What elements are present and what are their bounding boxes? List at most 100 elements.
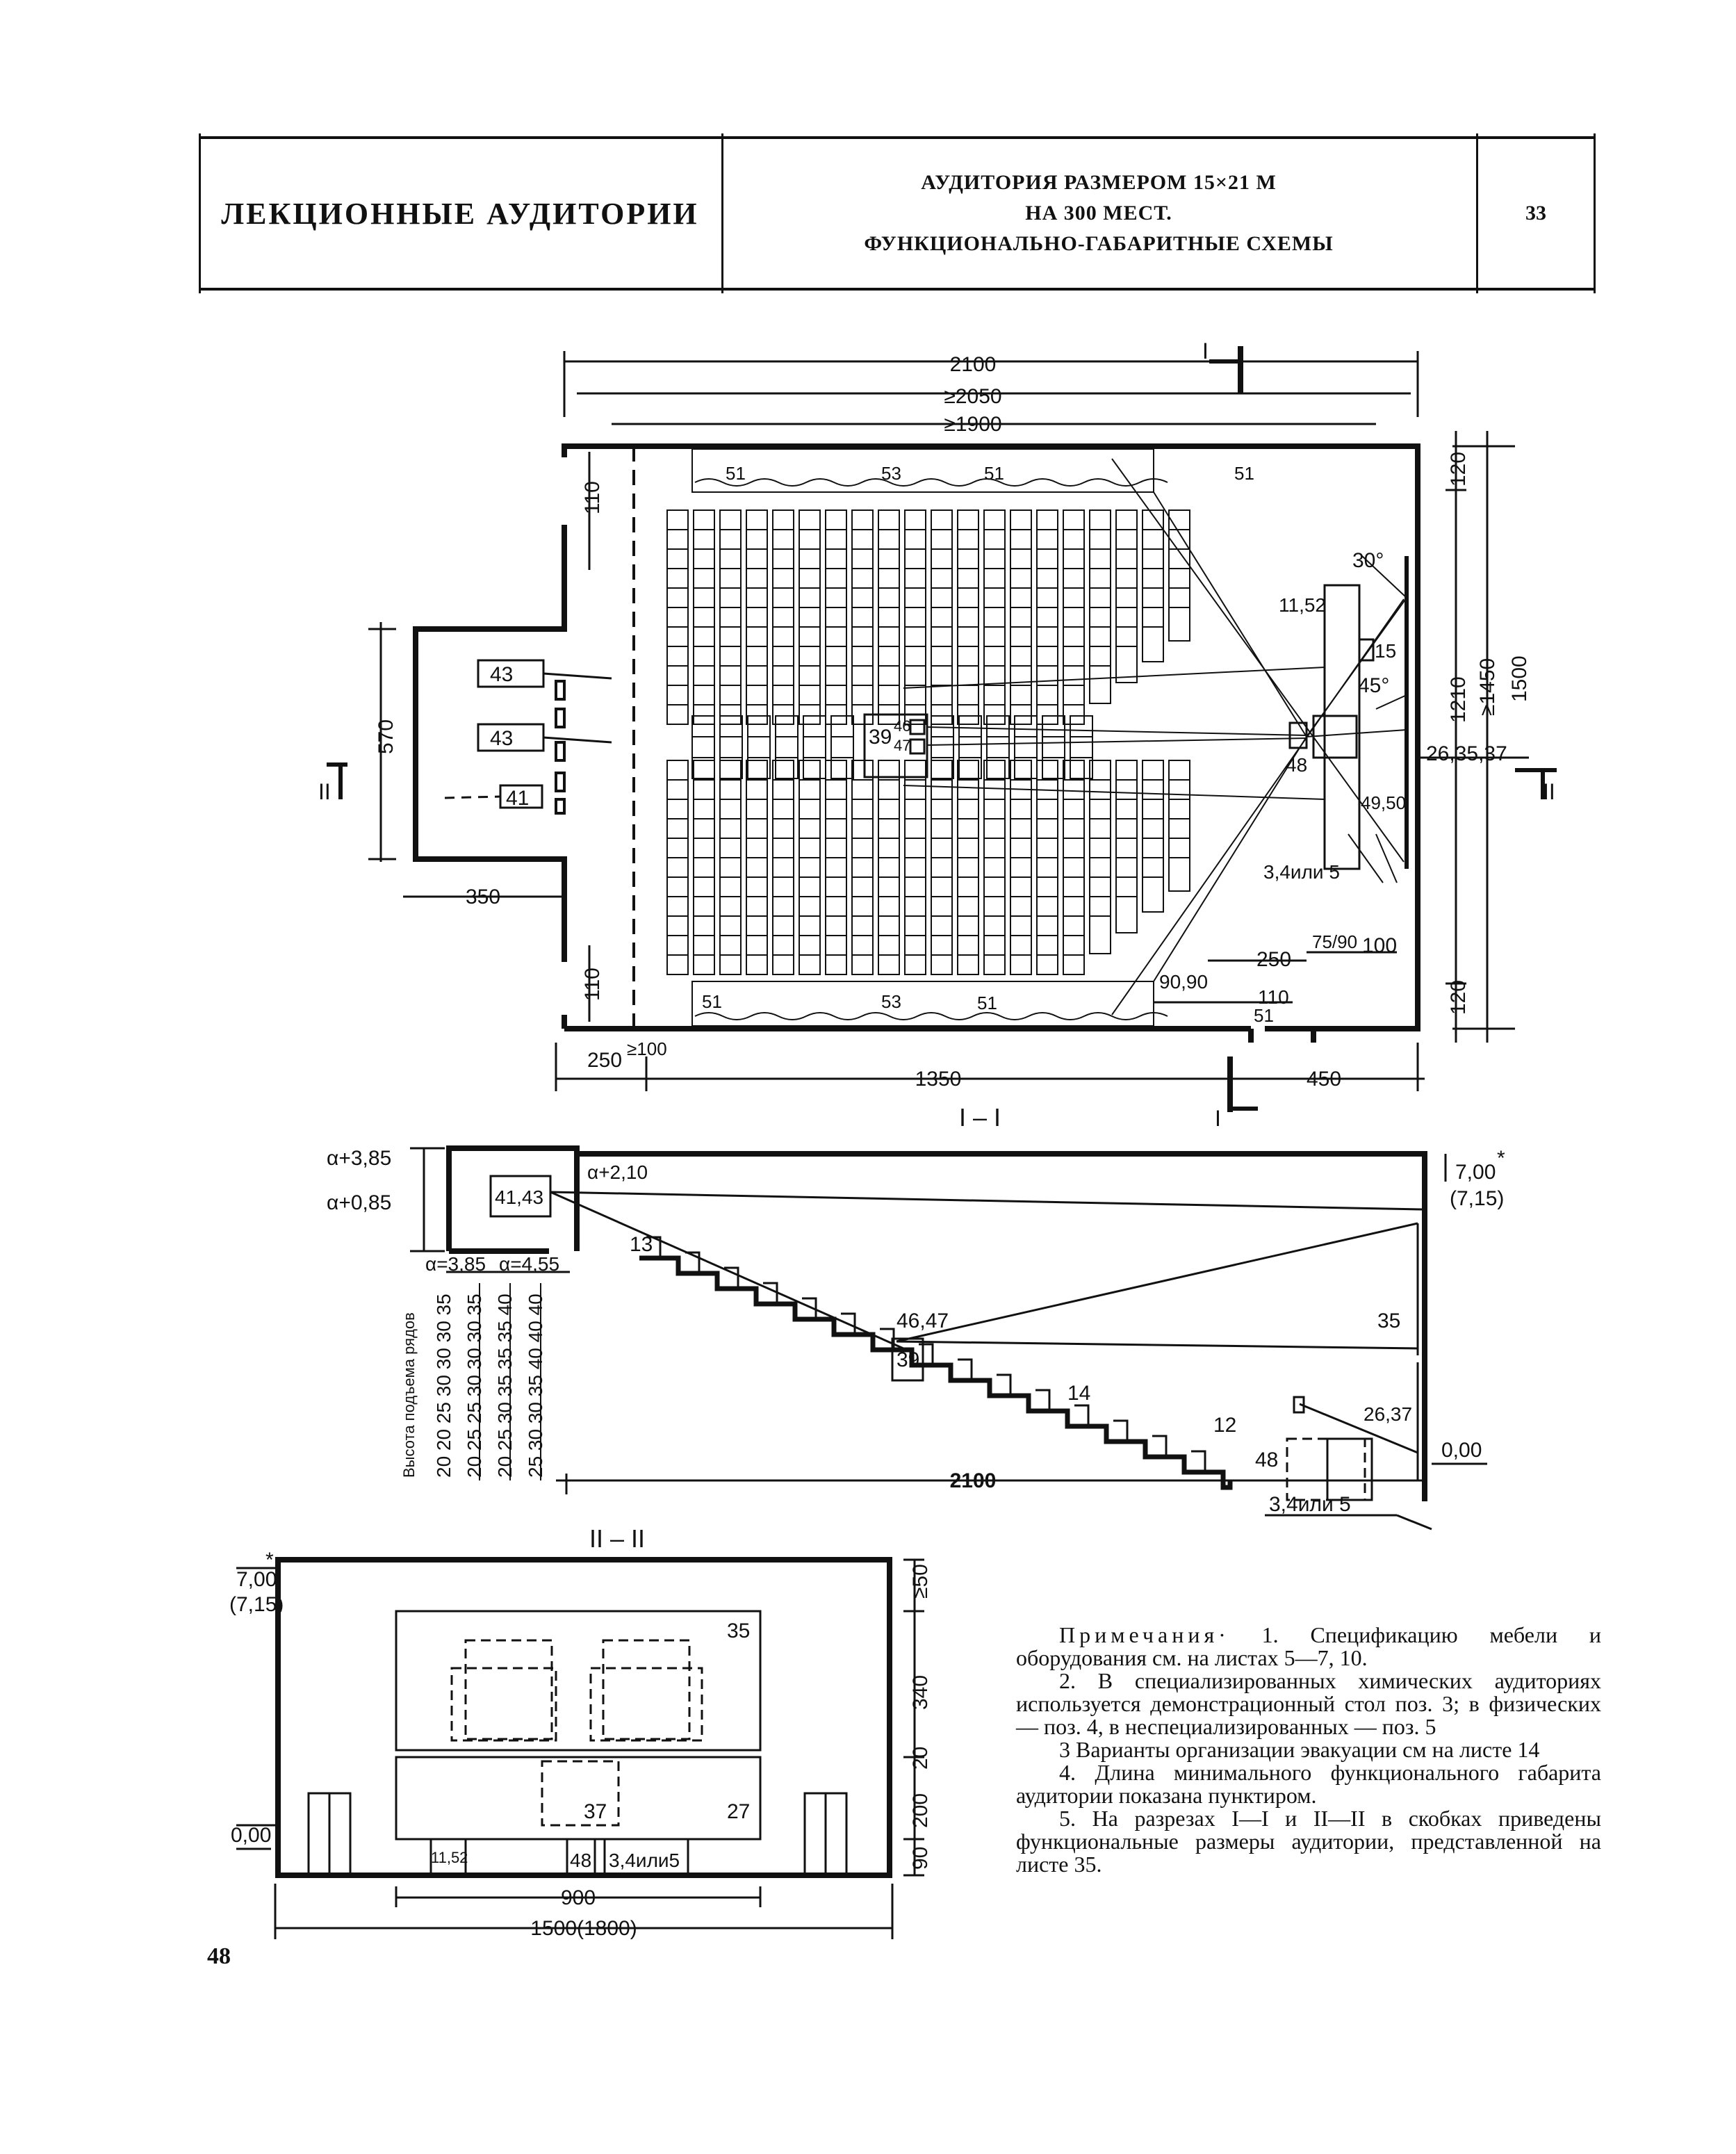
dim-350: 350 — [466, 886, 500, 908]
dim-110-top: 110 — [581, 481, 604, 514]
label-53-top: 53 — [881, 463, 901, 484]
dim-110-right: 110 — [1258, 986, 1289, 1008]
seat-row-column — [799, 509, 821, 725]
rise-row-4: 25 30 30 35 40 40 40 — [525, 1294, 546, 1478]
seat-row-column — [851, 509, 874, 725]
section-I-I: α+3,85 α+0,85 α+2,10 α=3,85 α=4,55 7,00 … — [327, 1103, 1505, 1531]
label-12: 12 — [1213, 1414, 1236, 1437]
seat-row-column — [746, 509, 768, 725]
seat-row-column — [878, 509, 900, 725]
seat-row-column — [931, 760, 953, 975]
page-number: 48 — [207, 1943, 231, 1969]
label-51-top-a: 51 — [726, 463, 746, 484]
plan-walls — [413, 443, 1420, 1043]
level-asterisk-ii: * — [265, 1549, 274, 1572]
seat-row-column — [775, 715, 799, 779]
dim-900: 900 — [561, 1886, 596, 1909]
level-a-eq-3-85: α=3,85 — [425, 1253, 486, 1275]
seat-row-column — [1070, 715, 1093, 779]
level-0-00: 0,00 — [1441, 1439, 1482, 1462]
label-15: 15 — [1375, 640, 1396, 662]
rise-row-3: 20 25 30 35 35 35 40 — [494, 1294, 516, 1478]
dim-1210: 1210 — [1447, 676, 1470, 723]
seating-grid — [666, 509, 1190, 975]
label-51-bottom-b: 51 — [977, 993, 997, 1013]
label-3-4-or-5-section: 3,4или 5 — [1269, 1493, 1351, 1516]
dim-20: 20 — [909, 1747, 932, 1770]
label-35-ii: 35 — [727, 1619, 750, 1642]
notes-heading: Примечания· — [1059, 1622, 1230, 1647]
label-11-52: 11,52 — [1279, 594, 1326, 616]
label-41-43: 41,43 — [495, 1186, 543, 1208]
section-mark-I-bottom: I — [1215, 1106, 1221, 1131]
dim-250: 250 — [587, 1049, 622, 1072]
seat-row-column — [1142, 509, 1164, 662]
dim-2100-section: 2100 — [950, 1469, 997, 1492]
label-39-section: 39 — [896, 1348, 919, 1371]
label-43-b: 43 — [490, 727, 513, 750]
level-a-2-10: α+2,10 — [587, 1161, 648, 1183]
seat-row-column — [1142, 760, 1164, 913]
label-11-52-ii: 11,52 — [431, 1849, 468, 1866]
seat-row-column — [931, 715, 954, 779]
label-43-a: 43 — [490, 663, 513, 686]
seat-row-column — [983, 760, 1006, 975]
dim-1500: 1500 — [1508, 655, 1531, 702]
label-3-4-or-5-ii: 3,4или5 — [609, 1850, 680, 1871]
section-mark-II-right: II — [1543, 779, 1555, 804]
sheet-title-line3: ФУНКЦИОНАЛЬНО-ГАБАРИТНЫЕ СХЕМЫ — [864, 232, 1334, 255]
label-51-top-c: 51 — [1234, 463, 1254, 484]
seat-row-column — [693, 760, 715, 975]
note-3: 3 Варианты организации эвакуации см на л… — [1059, 1737, 1540, 1762]
level-a-3-85: α+3,85 — [327, 1147, 391, 1170]
seat-row-column — [747, 715, 771, 779]
seat-row-column — [1042, 715, 1065, 779]
seat-row-column — [1036, 760, 1058, 975]
label-3-4-or-5: 3,4или 5 — [1263, 861, 1340, 883]
seat-row-column — [772, 509, 794, 725]
dim-110-bottom: 110 — [581, 968, 604, 1001]
header-bar: ЛЕКЦИОННЫЕ АУДИТОРИИ АУДИТОРИЯ РАЗМЕРОМ … — [199, 133, 1596, 293]
dim-450: 450 — [1307, 1068, 1341, 1091]
label-46-47: 46,47 — [896, 1309, 949, 1332]
note-1: 1. Спецификацию мебели и оборудования см… — [1016, 1622, 1601, 1670]
seat-row-column — [691, 715, 715, 779]
seat-row-column — [957, 760, 979, 975]
seat-row-column — [1014, 715, 1038, 779]
projection-windows — [555, 680, 566, 815]
level-a-eq-4-55: α=4,55 — [499, 1253, 559, 1275]
sheet-number: 33 — [1525, 202, 1546, 225]
seat-row-column — [1115, 509, 1138, 683]
level-7-15-ii: (7,15) — [229, 1593, 284, 1616]
dim-1350: 1350 — [915, 1068, 962, 1091]
label-35: 35 — [1377, 1309, 1400, 1332]
note-5: 5. На разрезах I—I и II—II в скобках при… — [1016, 1806, 1601, 1877]
sheet-title-line1: АУДИТОРИЯ РАЗМЕРОМ 15×21 М — [921, 171, 1277, 194]
seat-row-column — [666, 509, 689, 725]
label-51-bottom-c: 51 — [1254, 1005, 1274, 1026]
section-mark-II-left: II — [318, 779, 331, 804]
seat-row-column — [986, 715, 1010, 779]
seat-row-column — [1115, 760, 1138, 933]
seat-row-column — [1063, 509, 1085, 725]
seat-row-column — [1168, 760, 1190, 892]
dim-120-bottom: 120 — [1447, 980, 1470, 1015]
level-7-15: (7,15) — [1450, 1187, 1504, 1210]
label-51-bottom-a: 51 — [702, 991, 722, 1012]
notes: Примечания· 1. Спецификацию мебели и обо… — [1016, 1624, 1601, 1876]
plan-texts: 2100 ≥2050 ≥1900 1350 450 250 ≥100 350 5… — [318, 338, 1555, 1131]
dim-100-right: 100 — [1362, 934, 1397, 957]
dim-1500-1800: 1500(1800) — [530, 1917, 637, 1940]
label-39: 39 — [869, 726, 892, 749]
label-51-top-b: 51 — [984, 463, 1004, 484]
dim-2050: ≥2050 — [944, 385, 1001, 408]
level-7-00-ii: 7,00 — [236, 1568, 277, 1591]
seat-row-column — [772, 760, 794, 975]
dim-2100: 2100 — [950, 353, 997, 376]
level-asterisk: * — [1497, 1147, 1505, 1170]
label-41: 41 — [506, 787, 529, 810]
sight-lines — [903, 458, 1407, 1015]
label-46: 46 — [894, 717, 910, 735]
label-26-37: 26,37 — [1364, 1403, 1412, 1425]
seat-row-column — [957, 509, 979, 725]
